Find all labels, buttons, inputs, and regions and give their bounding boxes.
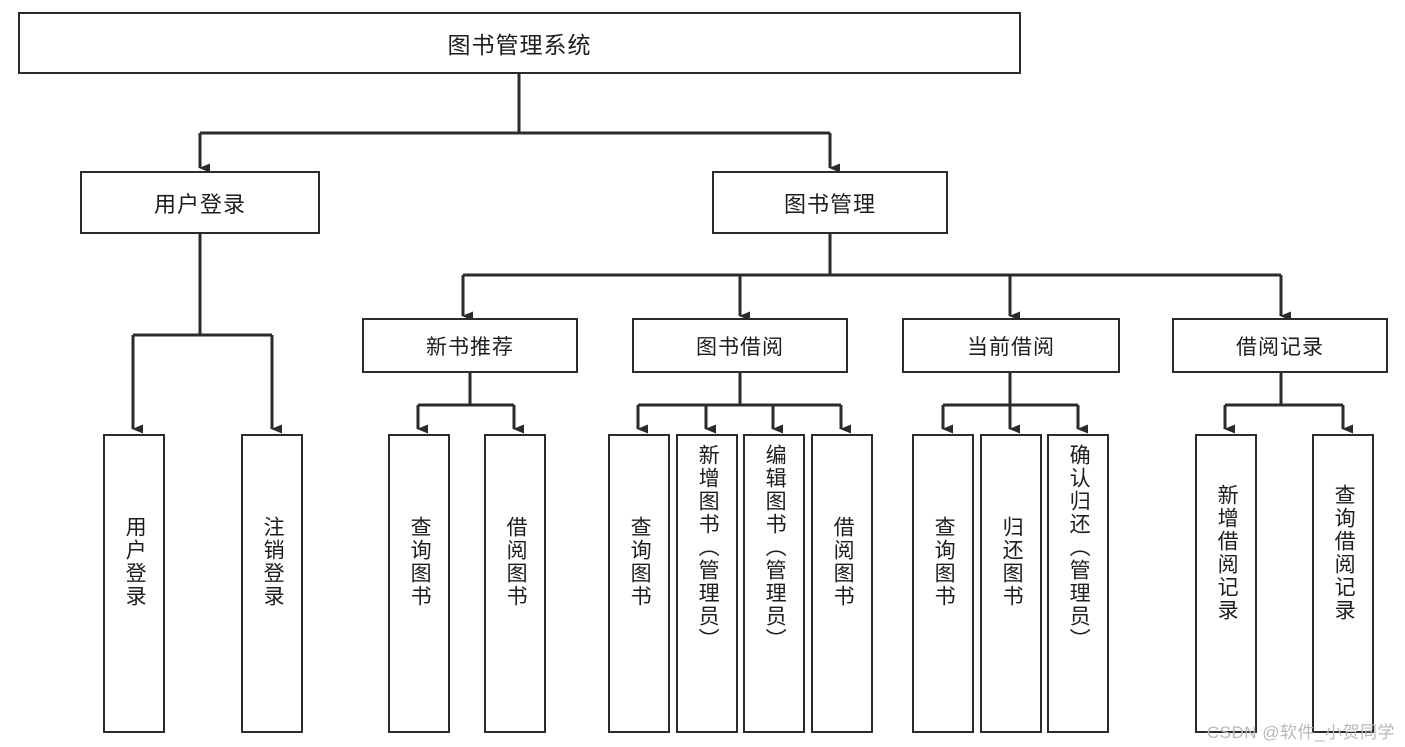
node-label: 新增图书（管理员）	[696, 444, 720, 651]
node-label: 新增借阅记录	[1215, 484, 1239, 622]
node-leaf-confirm-return-admin[interactable]: 确认归还（管理员）	[1047, 434, 1109, 733]
node-label: 图书借阅	[696, 335, 784, 359]
node-leaf-edit-book-admin[interactable]: 编辑图书（管理员）	[743, 434, 805, 733]
node-leaf-add-borrow-record[interactable]: 新增借阅记录	[1195, 434, 1257, 733]
node-leaf-return-book[interactable]: 归还图书	[980, 434, 1042, 733]
node-leaf-borrow-book-1[interactable]: 借阅图书	[484, 434, 546, 733]
node-label: 用户登录	[153, 191, 246, 217]
node-current-borrow[interactable]: 当前借阅	[902, 318, 1120, 373]
node-leaf-query-book-2[interactable]: 查询图书	[608, 434, 670, 733]
node-root-book-management-system[interactable]: 图书管理系统	[18, 12, 1021, 74]
node-label: 查询图书	[628, 516, 652, 608]
node-leaf-query-book-3[interactable]: 查询图书	[912, 434, 974, 733]
node-leaf-query-borrow-record[interactable]: 查询借阅记录	[1312, 434, 1374, 733]
node-label: 查询图书	[408, 516, 432, 608]
node-label: 查询借阅记录	[1332, 484, 1356, 622]
node-label: 图书管理系统	[447, 32, 592, 58]
node-borrow-record[interactable]: 借阅记录	[1172, 318, 1388, 373]
node-label: 用户登录	[123, 516, 147, 608]
node-leaf-add-book-admin[interactable]: 新增图书（管理员）	[676, 434, 738, 733]
node-user-login[interactable]: 用户登录	[80, 171, 320, 234]
node-book-borrow[interactable]: 图书借阅	[632, 318, 848, 373]
watermark: CSDN @软件_小贺同学	[1206, 723, 1395, 742]
node-new-book-recommend[interactable]: 新书推荐	[362, 318, 578, 373]
node-label: 归还图书	[1000, 516, 1024, 608]
node-label: 当前借阅	[967, 335, 1055, 359]
node-book-manage[interactable]: 图书管理	[712, 171, 948, 234]
node-leaf-borrow-book-2[interactable]: 借阅图书	[811, 434, 873, 733]
node-label: 借阅图书	[831, 516, 855, 608]
node-label: 确认归还（管理员）	[1067, 444, 1091, 651]
node-leaf-logout-login[interactable]: 注销登录	[241, 434, 303, 733]
node-leaf-user-login[interactable]: 用户登录	[103, 434, 165, 733]
node-leaf-query-book-1[interactable]: 查询图书	[388, 434, 450, 733]
node-label: 借阅记录	[1236, 335, 1324, 359]
node-label: 编辑图书（管理员）	[763, 444, 787, 651]
node-label: 图书管理	[783, 191, 876, 217]
node-label: 新书推荐	[426, 335, 514, 359]
node-label: 查询图书	[932, 516, 956, 608]
node-label: 注销登录	[261, 516, 285, 608]
node-label: 借阅图书	[504, 516, 528, 608]
